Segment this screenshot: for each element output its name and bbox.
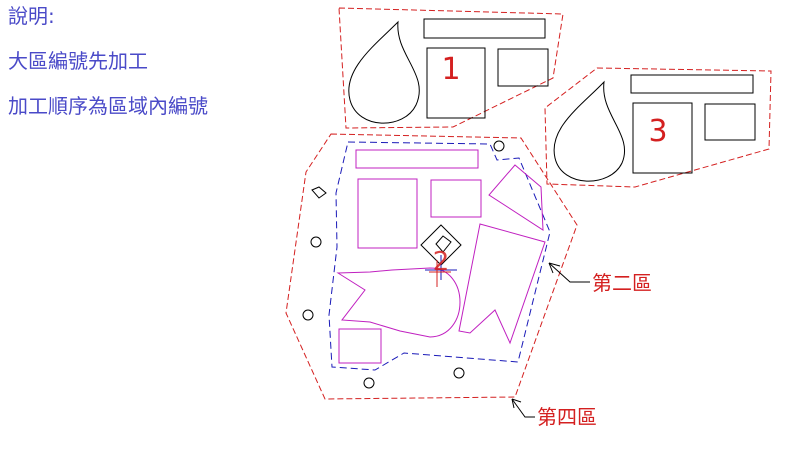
leader-fourth-arrowhead (511, 398, 522, 409)
region-2-number: 2 (433, 247, 450, 277)
part-slanted-poly (488, 164, 544, 231)
region-3: 3 (544, 67, 772, 188)
part-large-quad (458, 223, 546, 345)
region-1-center-rect (426, 47, 486, 119)
diamond-hole (311, 186, 327, 199)
region-3-number: 3 (648, 114, 667, 149)
part-diamond-inner (435, 235, 452, 253)
region-1-teardrop-part (348, 20, 420, 124)
leader-second-arrowhead (548, 262, 561, 274)
region-1-side-rect (497, 48, 549, 87)
region-4: 2 (285, 133, 578, 400)
callout-second-label: 第二區 (592, 271, 652, 295)
region-3-top-bar (630, 74, 754, 94)
region-3-teardrop-part (553, 80, 625, 182)
region-2-outline (328, 141, 551, 371)
hole-2 (302, 309, 314, 321)
region-3-center-rect (632, 102, 693, 174)
region-4-outline (285, 133, 578, 400)
notes-line-1: 大區編號先加工 (8, 49, 148, 73)
notes-line-2: 加工順序為區域內編號 (8, 94, 208, 118)
region-3-side-rect (704, 103, 756, 141)
part-small-rect (338, 328, 382, 364)
hole-3 (363, 377, 375, 389)
leader-fourth-line (511, 398, 535, 418)
callout-fourth-label: 第四區 (537, 405, 597, 429)
region-1-number: 1 (441, 52, 460, 87)
hole-5 (493, 140, 505, 152)
region-1-outline (338, 7, 564, 129)
notes-panel: 說明: 大區編號先加工 加工順序為區域內編號 (8, 4, 208, 139)
hole-1 (310, 236, 322, 248)
notes-title: 說明: (8, 4, 55, 28)
region-3-outline (544, 67, 772, 188)
part-top-bar (355, 149, 479, 169)
leader-second-line (548, 262, 590, 283)
hole-4 (453, 367, 465, 379)
callout-second-region: 第二區 (548, 262, 652, 295)
part-arrow-shape (336, 267, 461, 338)
region-1-top-bar (423, 18, 546, 39)
part-rect-left (357, 178, 418, 249)
part-rect-mid (430, 179, 482, 218)
callout-fourth-region: 第四區 (511, 398, 597, 429)
region-1: 1 (338, 7, 564, 129)
